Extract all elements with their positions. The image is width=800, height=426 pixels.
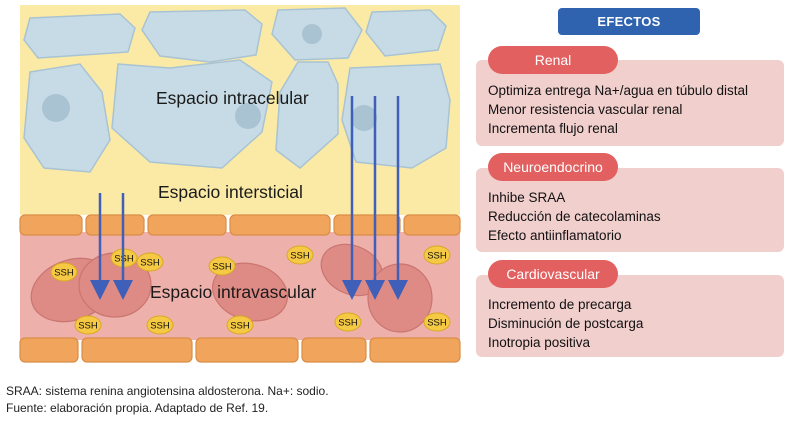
svg-text:SSH: SSH xyxy=(230,321,250,332)
effects-card-neuroendocrino: Inhibe SRAA Reducción de catecolaminas E… xyxy=(476,168,784,252)
fluid-compartments-diagram: Espacio intracelular Espacio intersticia… xyxy=(19,5,461,363)
cell xyxy=(23,13,136,59)
pill-cardiovascular: Cardiovascular xyxy=(488,260,618,288)
cell xyxy=(141,9,263,63)
ssh-badge: SSH xyxy=(208,256,236,276)
ssh-badge: SSH xyxy=(423,312,451,332)
endothelium-top xyxy=(19,214,461,236)
cell xyxy=(23,63,111,173)
label-intravascular: Espacio intravascular xyxy=(150,282,316,302)
effects-card-renal: Optimiza entrega Na+/agua en túbulo dist… xyxy=(476,60,784,146)
ssh-molecules: SSH SSH SSH SSH SSH SSH SSH SSH SSH SSH … xyxy=(50,245,451,335)
fluid-flow-arrows xyxy=(90,96,408,300)
svg-text:SSH: SSH xyxy=(54,268,74,279)
intracellular-cells xyxy=(23,7,451,173)
effect-item: Menor resistencia vascular renal xyxy=(488,102,683,117)
svg-text:SSH: SSH xyxy=(140,258,160,269)
effect-item: Optimiza entrega Na+/agua en túbulo dist… xyxy=(488,83,749,98)
svg-text:SSH: SSH xyxy=(427,251,447,262)
effect-item: Inhibe SRAA xyxy=(488,190,566,205)
effects-card-cardiovascular: Incremento de precarga Disminución de po… xyxy=(476,275,784,357)
effect-item: Disminución de postcarga xyxy=(488,316,644,331)
pill-renal: Renal xyxy=(488,46,618,74)
label-interstitial: Espacio intersticial xyxy=(158,182,303,202)
cell-nucleus xyxy=(235,103,261,129)
ssh-badge: SSH xyxy=(286,245,314,265)
ssh-badge: SSH xyxy=(334,312,362,332)
effect-item: Incremento de precarga xyxy=(488,297,632,312)
svg-text:SSH: SSH xyxy=(78,321,98,332)
cell-nucleus xyxy=(42,94,70,122)
ssh-badge: SSH xyxy=(50,262,78,282)
svg-text:SSH: SSH xyxy=(338,318,358,329)
svg-text:SSH: SSH xyxy=(150,321,170,332)
endothelium-bottom xyxy=(19,337,461,363)
ssh-badge: SSH xyxy=(74,315,102,335)
label-intracellular: Espacio intracelular xyxy=(156,88,309,108)
cell xyxy=(341,63,451,169)
effect-item: Reducción de catecolaminas xyxy=(488,209,661,224)
footnote-abbreviations: SRAA: sistema renina angiotensina aldost… xyxy=(6,384,329,398)
footnote-source: Fuente: elaboración propia. Adaptado de … xyxy=(6,401,269,415)
cell xyxy=(275,61,339,169)
cell-nucleus xyxy=(351,105,377,131)
ssh-badge: SSH xyxy=(136,252,164,272)
ssh-badge: SSH xyxy=(423,245,451,265)
effects-title: EFECTOS xyxy=(558,8,700,35)
svg-text:SSH: SSH xyxy=(427,318,447,329)
cell xyxy=(365,9,447,57)
ssh-badge: SSH xyxy=(226,315,254,335)
effect-item: Incrementa flujo renal xyxy=(488,121,618,136)
ssh-badge: SSH xyxy=(146,315,174,335)
cell xyxy=(111,59,273,169)
svg-text:SSH: SSH xyxy=(212,262,232,273)
pill-neuroendocrino: Neuroendocrino xyxy=(488,153,618,181)
cell-nucleus xyxy=(302,24,322,44)
svg-text:SSH: SSH xyxy=(290,251,310,262)
effect-item: Inotropia positiva xyxy=(488,335,591,350)
effect-item: Efecto antiinflamatorio xyxy=(488,228,622,243)
